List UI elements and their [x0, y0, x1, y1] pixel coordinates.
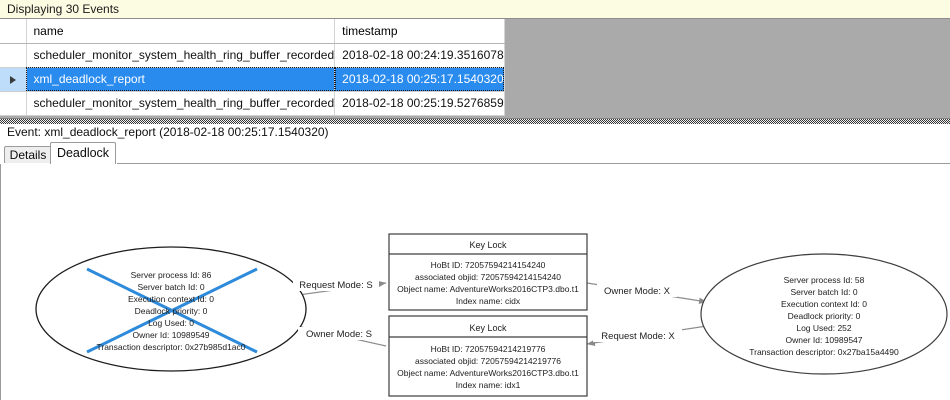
edge-label-right-owner: Owner Mode: X [597, 284, 677, 297]
event-detail-header: Event: xml_deadlock_report (2018-02-18 0… [0, 124, 950, 142]
key-lock-top-line-0: HoBt ID: 72057594214154240 [431, 260, 546, 270]
column-header-name[interactable]: name [26, 19, 336, 44]
key-lock-bottom-line-2: Object name: AdventureWorks2016CTP3.dbo.… [397, 368, 579, 378]
detail-tabstrip: Details Deadlock [0, 142, 950, 164]
process-right-line-5: Owner Id: 10989547 [785, 335, 862, 345]
column-header-selector [0, 19, 27, 44]
grid-header-row: name timestamp [0, 19, 505, 44]
process-ellipse-right [700, 253, 948, 375]
svg-text:Owner Mode: X: Owner Mode: X [604, 286, 671, 297]
key-lock-bottom-title: Key Lock [469, 323, 507, 333]
events-grid-table: name timestamp scheduler_monitor_system_… [0, 19, 505, 116]
horizontal-splitter[interactable] [0, 119, 950, 124]
victim-cross-stroke-2-icon [86, 267, 258, 354]
process-left-line-1: Server batch Id: 0 [137, 282, 204, 292]
column-header-timestamp[interactable]: timestamp [334, 19, 505, 44]
row-selector-cell[interactable] [0, 43, 27, 68]
key-lock-top-line-3: Index name: cidx [456, 296, 521, 306]
events-grid[interactable]: name timestamp scheduler_monitor_system_… [0, 19, 950, 118]
edge-label-left-owner: Owner Mode: S [298, 327, 380, 340]
cell-name[interactable]: scheduler_monitor_system_health_ring_buf… [26, 91, 336, 116]
deadlock-graph-svg: Server process Id: 86 Server batch Id: 0… [35, 233, 948, 397]
resource-node-key-lock-bottom[interactable]: Key Lock HoBt ID: 72057594214219776 asso… [388, 315, 588, 397]
row-selector-cell[interactable] [0, 91, 27, 116]
key-lock-top-title: Key Lock [469, 240, 507, 250]
table-row[interactable]: xml_deadlock_report 2018-02-18 00:25:17.… [0, 67, 505, 92]
table-row[interactable]: scheduler_monitor_system_health_ring_buf… [0, 91, 505, 116]
process-left-line-2: Execution context Id: 0 [128, 294, 214, 304]
process-right-line-2: Execution context Id: 0 [781, 299, 867, 309]
cell-timestamp[interactable]: 2018-02-18 00:25:17.1540320 [334, 67, 505, 92]
process-node-right[interactable]: Server process Id: 58 Server batch Id: 0… [700, 253, 948, 375]
key-lock-bottom-line-1: associated objid: 72057594214219776 [415, 356, 561, 366]
cell-name[interactable]: scheduler_monitor_system_health_ring_buf… [26, 43, 336, 68]
process-node-left[interactable]: Server process Id: 86 Server batch Id: 0… [35, 246, 307, 372]
resource-node-key-lock-top[interactable]: Key Lock HoBt ID: 72057594214154240 asso… [388, 233, 588, 311]
cell-name[interactable]: xml_deadlock_report [26, 67, 336, 92]
process-right-line-4: Log Used: 252 [796, 323, 852, 333]
svg-text:Request Mode: S: Request Mode: S [299, 280, 372, 291]
cell-timestamp[interactable]: 2018-02-18 00:25:19.5276859 [334, 91, 505, 116]
key-lock-bottom-line-0: HoBt ID: 72057594214219776 [431, 344, 546, 354]
process-left-line-0: Server process Id: 86 [131, 270, 212, 280]
key-lock-top-line-1: associated objid: 72057594214154240 [415, 272, 561, 282]
svg-text:Owner Mode: S: Owner Mode: S [306, 329, 372, 340]
key-lock-top-line-2: Object name: AdventureWorks2016CTP3.dbo.… [397, 284, 579, 294]
key-lock-bottom-box [388, 315, 588, 397]
edge-label-left-request: Request Mode: S [293, 278, 379, 291]
tab-deadlock[interactable]: Deadlock [50, 142, 116, 164]
process-left-line-4: Log Used: 0 [148, 318, 194, 328]
tab-details[interactable]: Details [4, 146, 52, 164]
edge-label-right-request: Request Mode: X [593, 329, 682, 342]
process-right-line-1: Server batch Id: 0 [790, 287, 857, 297]
key-lock-top-box [388, 233, 588, 311]
table-row[interactable]: scheduler_monitor_system_health_ring_buf… [0, 43, 505, 68]
key-lock-bottom-line-3: Index name: idx1 [456, 380, 521, 390]
process-left-line-5: Owner Id: 10989549 [132, 330, 209, 340]
events-panel: Displaying 30 Events name timestamp [0, 0, 950, 119]
process-left-line-6: Transaction descriptor: 0x27b985d1ac0 [97, 342, 246, 352]
deadlock-graph-canvas[interactable]: Server process Id: 86 Server batch Id: 0… [0, 163, 950, 400]
process-left-line-3: Deadlock priority: 0 [135, 306, 208, 316]
events-count-banner: Displaying 30 Events [0, 0, 950, 19]
cell-timestamp[interactable]: 2018-02-18 00:24:19.3516078 [334, 43, 505, 68]
row-selector-arrow-icon [10, 75, 17, 84]
row-selector-cell[interactable] [0, 67, 27, 92]
svg-text:Request Mode: X: Request Mode: X [601, 331, 675, 342]
process-right-line-0: Server process Id: 58 [784, 275, 865, 285]
process-right-line-3: Deadlock priority: 0 [788, 311, 861, 321]
process-right-line-6: Transaction descriptor: 0x27ba15a4490 [749, 347, 899, 357]
